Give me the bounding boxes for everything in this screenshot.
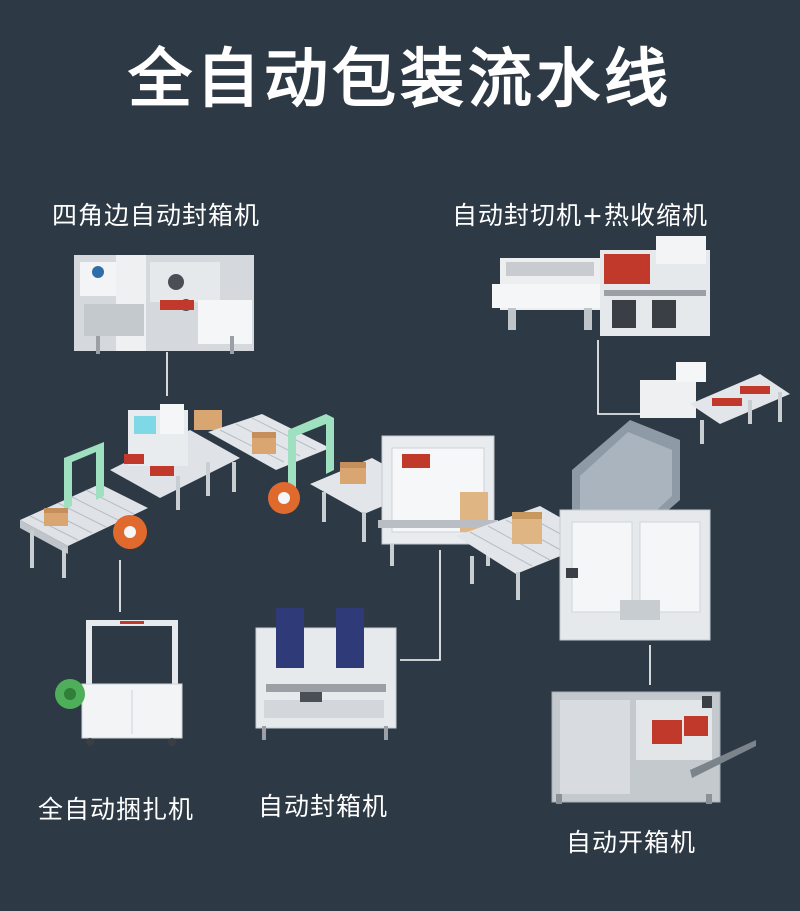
shrink-wrapper-machine-image <box>492 236 710 336</box>
case-erector-machine-image <box>551 691 756 804</box>
strapping-machine-image <box>55 620 183 746</box>
connector-shrink-wrapper <box>597 340 640 415</box>
page-title: 全自动包装流水线 <box>128 43 672 117</box>
label-strapping-machine: 全自动捆扎机 <box>38 795 195 824</box>
label-shrink-wrapper: 自动封切机+热收缩机 <box>452 201 708 230</box>
connector-case-sealer <box>400 550 441 661</box>
connector-lines <box>119 340 651 685</box>
label-case-erector: 自动开箱机 <box>566 828 697 857</box>
label-case-sealer: 自动封箱机 <box>258 792 389 821</box>
label-corner-sealer: 四角边自动封箱机 <box>52 201 261 230</box>
corner-sealer-machine-image <box>74 255 254 354</box>
conveyor-line <box>20 362 790 641</box>
case-sealer-machine-image <box>255 608 397 740</box>
